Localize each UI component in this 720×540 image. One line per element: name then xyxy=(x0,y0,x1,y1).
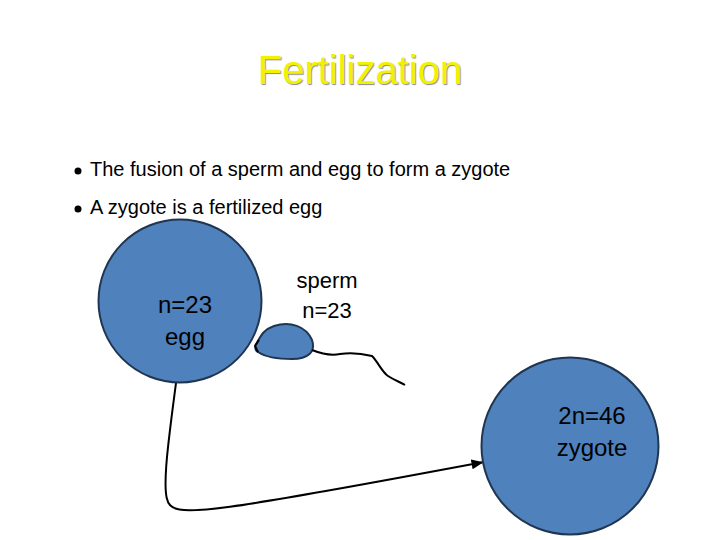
cell-label: 2n=46 zygote xyxy=(547,400,637,465)
fusion-arrow xyxy=(165,383,482,510)
sperm-head xyxy=(255,324,313,359)
bullet-text: A zygote is a fertilized egg xyxy=(90,196,322,219)
zygote-cell: 2n=46 zygote xyxy=(480,356,660,536)
sperm-tail xyxy=(312,350,405,385)
bullet-dot xyxy=(75,206,82,213)
cell-label: n=23 egg xyxy=(145,289,225,354)
bullet-text: The fusion of a sperm and egg to form a … xyxy=(90,158,510,181)
cell-outline xyxy=(482,358,659,535)
egg-cell: n=23 egg xyxy=(97,218,263,384)
cell-outline xyxy=(99,220,262,383)
slide-title: Fertilization xyxy=(0,48,720,93)
cell-label: sperm n=23 xyxy=(287,266,367,325)
sperm-tip xyxy=(255,340,259,352)
bullet-dot xyxy=(75,168,82,175)
sperm-cell: sperm n=23 xyxy=(252,266,412,391)
